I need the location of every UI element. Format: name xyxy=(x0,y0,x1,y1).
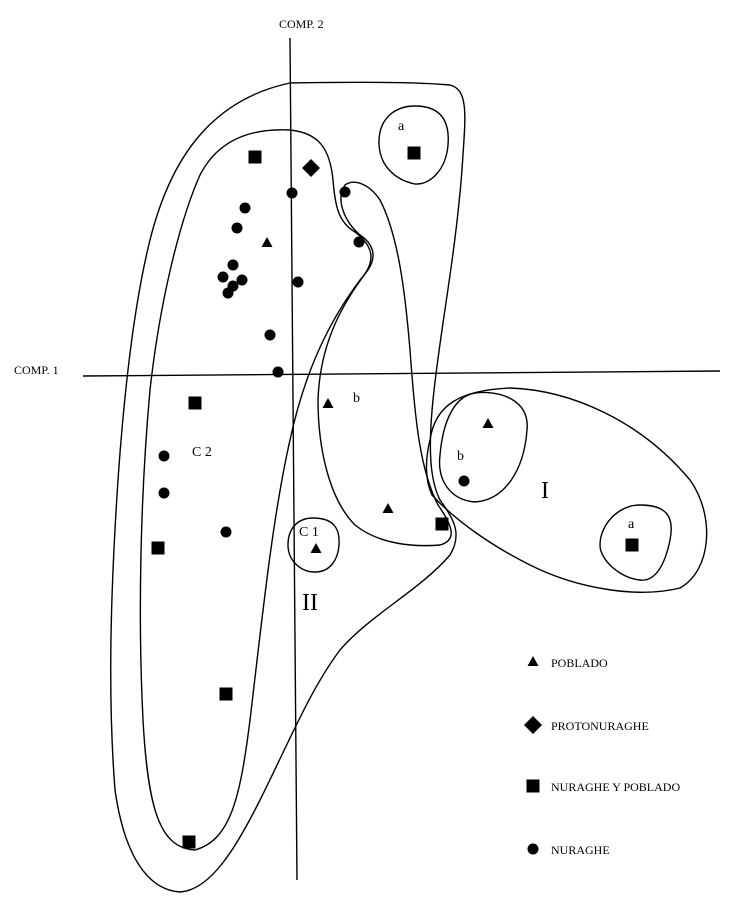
point-nuraghe xyxy=(272,366,284,378)
comp1-axis xyxy=(82,370,721,377)
point-nuraghe xyxy=(286,187,298,199)
cluster-C1-outline xyxy=(287,517,340,573)
point-poblado xyxy=(322,398,334,408)
point-poblado xyxy=(310,543,322,553)
point-nuraghe-y-poblado xyxy=(188,396,202,410)
point-nuraghe xyxy=(292,276,304,288)
point-nuraghe xyxy=(222,287,234,299)
point-nuraghe xyxy=(231,222,243,234)
point-nuraghe xyxy=(264,329,276,341)
comp2-axis-label: COMP. 2 xyxy=(279,17,324,31)
point-nuraghe xyxy=(158,450,170,462)
cluster-label-C1: C 1 xyxy=(299,525,319,540)
legend-marker-protonuraghe xyxy=(524,716,542,734)
cluster-I-outline xyxy=(425,387,708,593)
point-protonuraghe xyxy=(302,159,320,177)
cluster-label-mid-b: b xyxy=(353,391,360,406)
point-nuraghe-y-poblado xyxy=(248,150,262,164)
legend-marker-nuraghe-y-poblado xyxy=(526,779,540,793)
point-nuraghe-y-poblado xyxy=(625,538,639,552)
cluster-b-outline xyxy=(317,181,452,547)
cluster-label-I-a: a xyxy=(628,517,635,532)
point-nuraghe xyxy=(236,274,248,286)
legend-label-nuraghe-y-poblado: NURAGHE Y POBLADO xyxy=(551,780,680,794)
cluster-II-outline xyxy=(110,81,466,893)
point-nuraghe-y-poblado xyxy=(151,541,165,555)
point-poblado xyxy=(382,503,394,513)
legend-marker-nuraghe xyxy=(527,843,539,855)
legend: POBLADO PROTONURAGHE NURAGHE Y POBLADO N… xyxy=(524,656,680,857)
cluster-I-a-outline xyxy=(599,504,672,581)
point-nuraghe xyxy=(339,186,351,198)
cluster-label-II: II xyxy=(302,590,318,616)
legend-label-protonuraghe: PROTONURAGHE xyxy=(551,719,649,733)
point-nuraghe xyxy=(158,487,170,499)
point-nuraghe xyxy=(217,271,229,283)
cluster-label-I-b: b xyxy=(457,449,464,464)
point-poblado xyxy=(482,418,494,428)
cluster-label-C2: C 2 xyxy=(192,445,212,460)
legend-label-poblado: POBLADO xyxy=(551,656,608,670)
cluster-label-I: I xyxy=(541,478,549,504)
comp1-axis-label: COMP. 1 xyxy=(14,363,59,377)
data-points xyxy=(151,146,639,849)
point-nuraghe-y-poblado xyxy=(435,517,449,531)
cluster-I-b-outline xyxy=(438,391,528,503)
point-nuraghe xyxy=(227,259,239,271)
point-nuraghe xyxy=(239,202,251,214)
point-nuraghe-y-poblado xyxy=(407,146,421,160)
point-nuraghe xyxy=(353,236,365,248)
legend-marker-poblado xyxy=(527,656,539,666)
cluster-top-a-outline xyxy=(378,105,449,185)
cluster-C2-outline xyxy=(139,129,372,851)
point-nuraghe xyxy=(220,526,232,538)
point-nuraghe-y-poblado xyxy=(182,835,196,849)
cluster-label-top-a: a xyxy=(398,119,405,134)
point-poblado xyxy=(261,237,273,247)
comp2-axis xyxy=(289,37,298,881)
point-nuraghe-y-poblado xyxy=(219,687,233,701)
legend-label-nuraghe: NURAGHE xyxy=(551,843,610,857)
point-nuraghe xyxy=(458,475,470,487)
